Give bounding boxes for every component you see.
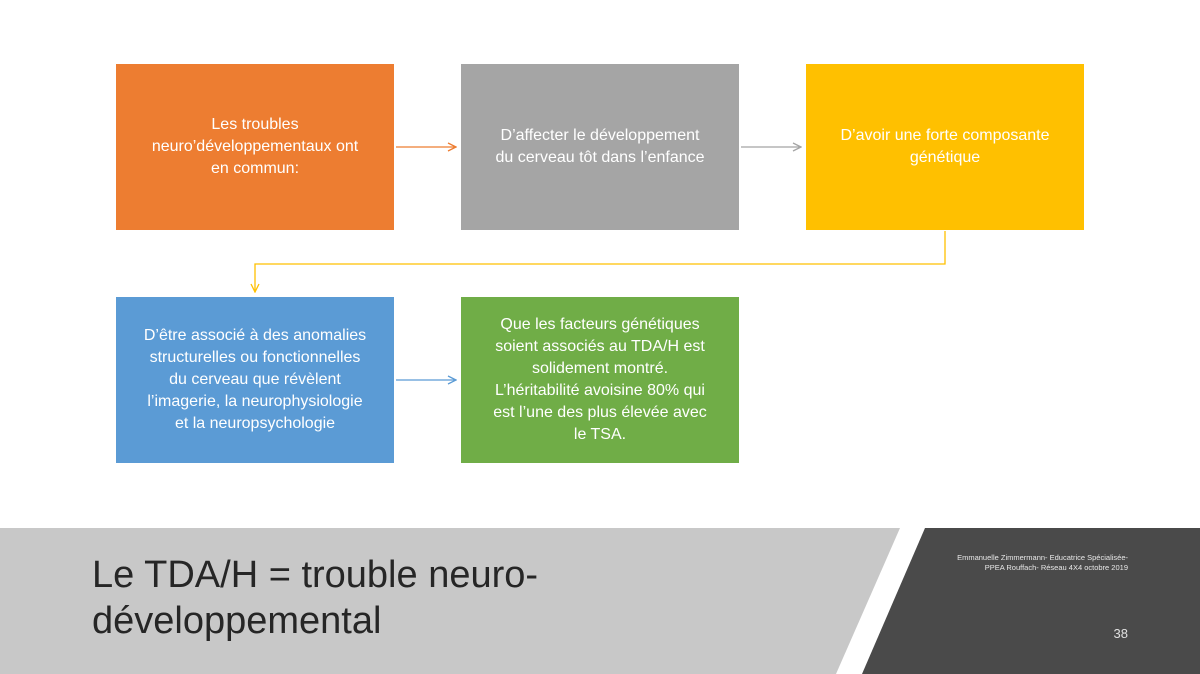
box-line: D’être associé à des anomalies <box>143 327 367 344</box>
flow-box-brain-anomalies: D’être associé à des anomalies structure… <box>116 297 394 463</box>
box-line: du cerveau que révèlent <box>169 371 341 388</box>
box-line: Les troubles <box>211 116 299 133</box>
box-line: le TSA. <box>573 426 627 443</box>
box-line: du cerveau tôt dans l’enfance <box>495 149 705 166</box>
box-line: structurelles ou fonctionnelles <box>149 349 361 366</box>
box-line: D’affecter le développement <box>500 127 700 144</box>
arrow-box3-to-box4 <box>255 231 946 292</box>
flow-box-heritability: Que les facteurs génétiques soient assoc… <box>461 297 739 463</box>
flow-box-common-traits: Les troubles neuro’développementaux ont … <box>116 64 394 230</box>
flow-box-brain-development: D’affecter le développement du cerveau t… <box>461 64 739 230</box>
page-number: 38 <box>1113 626 1128 641</box>
box-line: Que les facteurs génétiques <box>500 316 700 333</box>
slide-title: Le TDA/H = trouble neuro- développementa… <box>92 552 792 644</box>
author-credit: Emmanuelle Zimmermann- Educatrice Spécia… <box>900 553 1128 573</box>
box-line: soient associés au TDA/H est <box>495 338 705 355</box>
credit-line: PPEA Rouffach- Réseau 4X4 octobre 2019 <box>984 563 1128 572</box>
title-line: développemental <box>92 600 382 642</box>
flow-box-genetic-component: D’avoir une forte composante génétique <box>806 64 1084 230</box>
box-line: génétique <box>909 149 981 166</box>
box-line: neuro’développementaux ont <box>151 138 359 155</box>
box-line: en commun: <box>210 160 300 177</box>
box-line: et la neuropsychologie <box>174 415 336 432</box>
credit-line: Emmanuelle Zimmermann- Educatrice Spécia… <box>957 553 1128 562</box>
box-line: est l’une des plus élevée avec <box>493 404 707 421</box>
box-line: L’héritabilité avoisine 80% qui <box>495 382 705 399</box>
title-line: Le TDA/H = trouble neuro- <box>92 554 539 596</box>
box-line: solidement montré. <box>531 360 669 377</box>
footer-dark-panel <box>836 528 1200 674</box>
box-line: l’imagerie, la neurophysiologie <box>147 393 363 410</box>
box-line: D’avoir une forte composante <box>840 127 1050 144</box>
